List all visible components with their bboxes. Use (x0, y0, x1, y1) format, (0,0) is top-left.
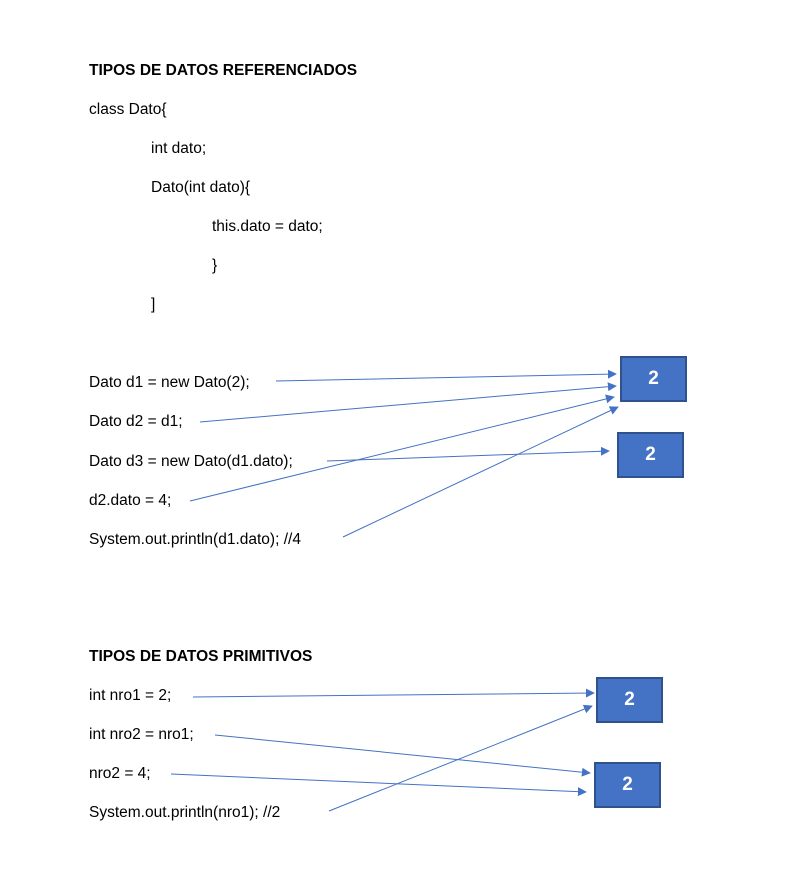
prim-statement-nro2-assign: nro2 = 4; (89, 765, 151, 782)
ref-statement-d2: Dato d2 = d1; (89, 413, 183, 430)
code-line-assignment: this.dato = dato; (212, 218, 323, 235)
code-line-close-class: ] (151, 296, 156, 313)
primitive-title: TIPOS DE DATOS PRIMITIVOS (89, 648, 313, 665)
arrow-nro2-to-box2 (214, 734, 591, 777)
arrow-println-to-object1 (342, 406, 619, 538)
arrow-d2dato-to-object1 (189, 394, 615, 502)
arrow-nro1-to-box1 (192, 688, 595, 698)
arrow-println-to-box1 (328, 704, 593, 812)
code-line-field: int dato; (151, 140, 207, 157)
arrow-nro2assign-to-box2 (170, 773, 587, 797)
code-line-close-constructor: } (212, 257, 218, 274)
ref-statement-d2-assign: d2.dato = 4; (89, 492, 172, 509)
ref-statement-d3: Dato d3 = new Dato(d1.dato); (89, 453, 293, 470)
ref-object-box-2: 2 (617, 432, 684, 478)
arrow-d1-to-object1 (275, 369, 617, 382)
code-line-constructor: Dato(int dato){ (151, 179, 251, 196)
arrow-d2-to-object1 (199, 382, 617, 423)
prim-statement-nro1: int nro1 = 2; (89, 687, 172, 704)
ref-statement-d1: Dato d1 = new Dato(2); (89, 374, 250, 391)
arrow-d3-to-object2 (326, 446, 610, 462)
prim-value-box-2: 2 (594, 762, 661, 808)
prim-statement-println: System.out.println(nro1); //2 (89, 804, 281, 821)
ref-statement-println: System.out.println(d1.dato); //4 (89, 531, 301, 548)
ref-object-box-1: 2 (620, 356, 687, 402)
prim-value-box-1: 2 (596, 677, 663, 723)
prim-statement-nro2: int nro2 = nro1; (89, 726, 194, 743)
referenced-title: TIPOS DE DATOS REFERENCIADOS (89, 62, 358, 79)
code-line-class: class Dato{ (89, 101, 167, 118)
